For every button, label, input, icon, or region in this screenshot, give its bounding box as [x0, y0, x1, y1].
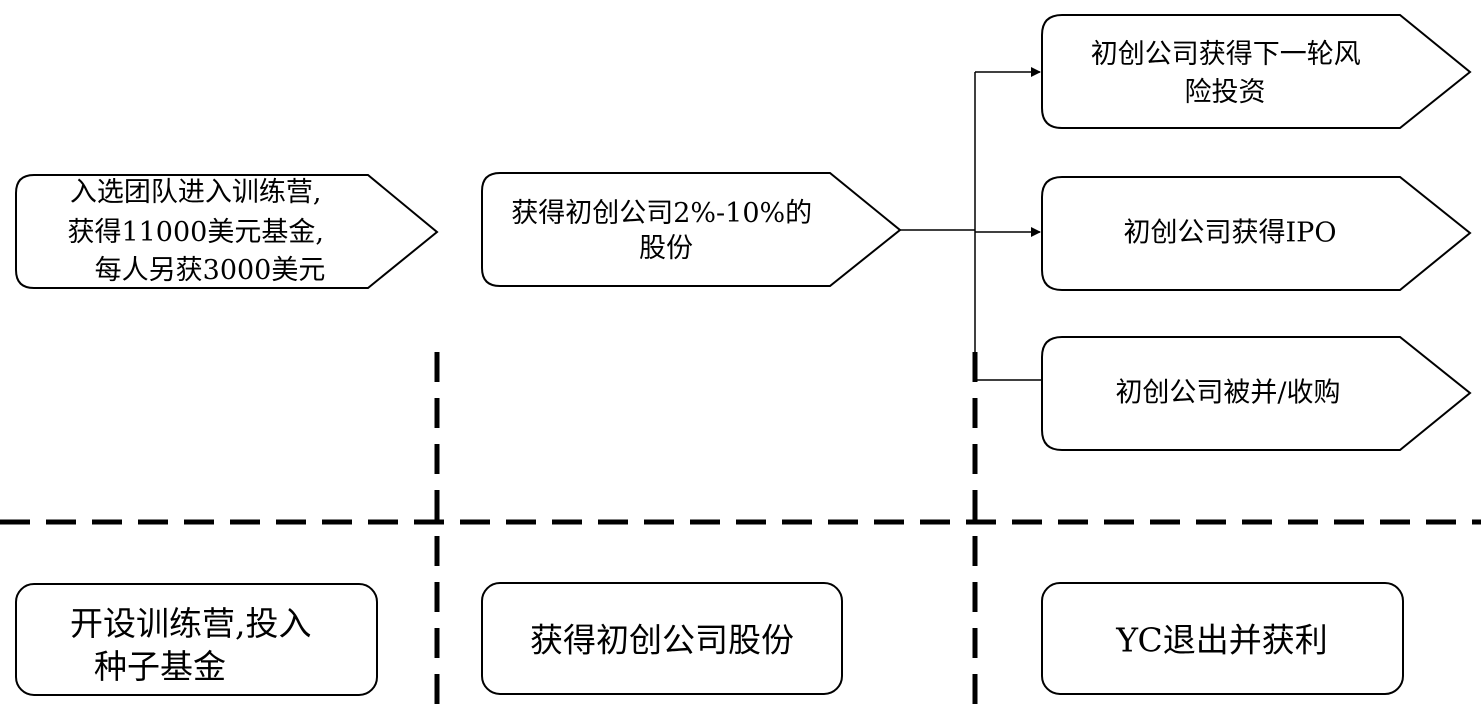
venture-round-line-2: 险投资 [1185, 77, 1266, 108]
equity-percentage-box: 获得初创公司2%-10%的 股份 [481, 172, 902, 287]
stage-invest-line-2: 种子基金 [94, 647, 226, 686]
equity-percentage-line-1: 获得初创公司2%-10%的 [511, 198, 812, 229]
outcome-connectors [900, 67, 1051, 385]
team-funding-line-3: 每人另获3000美元 [95, 255, 326, 286]
stage-equity-box: 获得初创公司股份 [481, 582, 843, 695]
svg-text:获得初创公司2%-10%的 股份: 获得初创公司2%-10%的 股份 [511, 198, 821, 264]
stage-equity-label: 获得初创公司股份 [530, 621, 794, 660]
equity-percentage-line-2: 股份 [639, 233, 693, 264]
venture-round-box: 初创公司获得下一轮风 险投资 [1041, 14, 1472, 129]
ipo-label: 初创公司获得IPO [1124, 218, 1337, 249]
stage-invest-box: 开设训练营,投入 种子基金 [15, 583, 378, 696]
acquisition-box: 初创公司被并/收购 [1041, 336, 1472, 451]
stage-invest-line-1: 开设训练营,投入 [70, 604, 312, 643]
acquisition-label: 初创公司被并/收购 [1115, 378, 1340, 409]
ipo-box: 初创公司获得IPO [1041, 176, 1472, 291]
svg-text:初创公司获得下一轮风 险投资: 初创公司获得下一轮风 险投资 [1091, 39, 1370, 108]
svg-text:入选团队进入训练营, 获得11000美元基金,: 入选团队进入训练营, 获得11000美元基金, 每人另获3000美元 [67, 177, 332, 286]
team-funding-line-1: 入选团队进入训练营, [70, 177, 322, 208]
svg-text:开设训练营,投入 种子基金: 开设训练营,投入 种子基金 [70, 604, 322, 686]
team-funding-line-2: 获得11000美元基金, [67, 217, 323, 248]
stage-exit-label: YC退出并获利 [1115, 621, 1327, 660]
venture-round-line-1: 初创公司获得下一轮风 [1091, 39, 1361, 70]
team-funding-box: 入选团队进入训练营, 获得11000美元基金, 每人另获3000美元 [15, 174, 439, 289]
stage-exit-box: YC退出并获利 [1041, 582, 1404, 695]
